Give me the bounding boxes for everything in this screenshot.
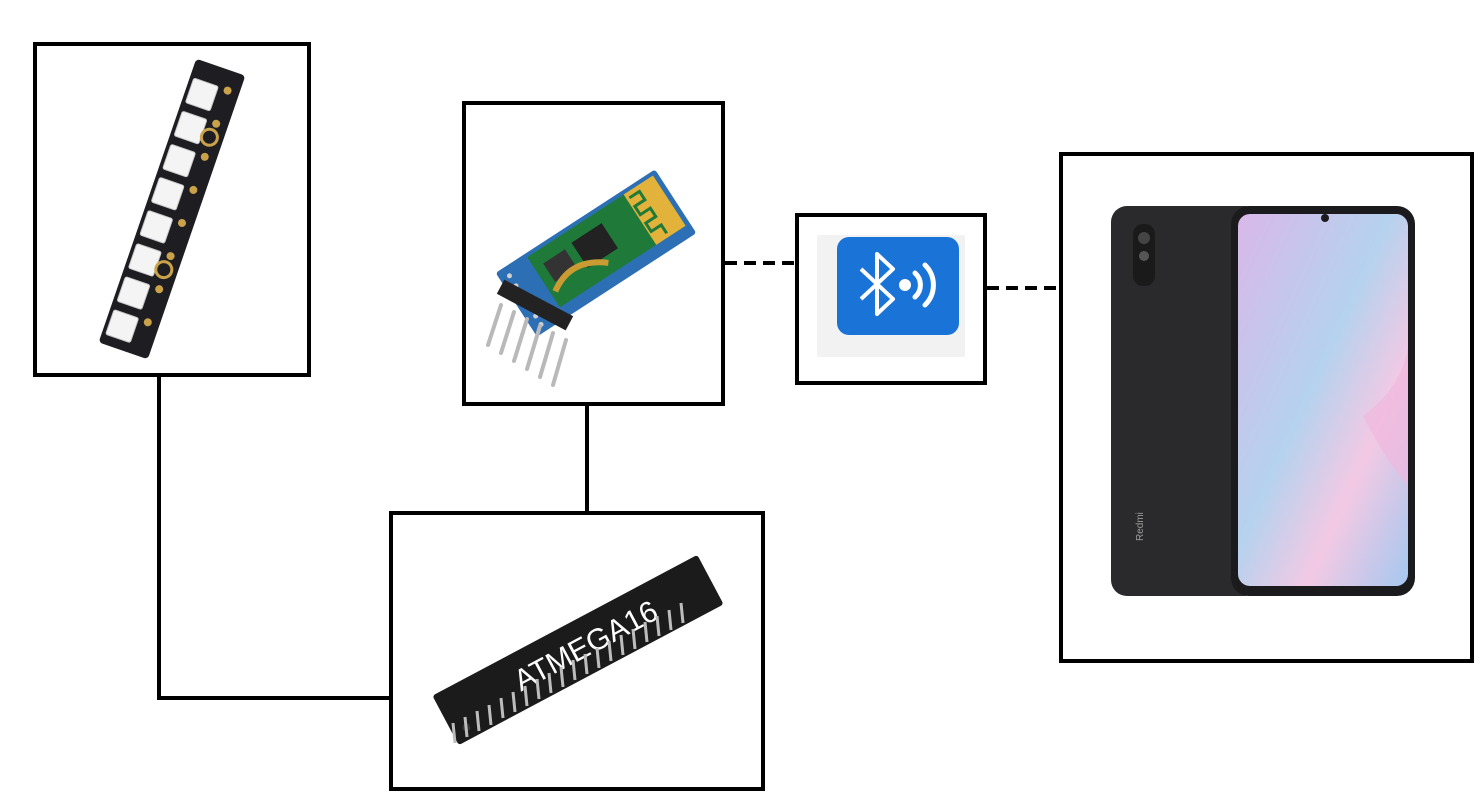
bluetooth-module-block <box>462 101 725 406</box>
bluetooth-icon-block <box>795 213 987 385</box>
microcontroller-block: ATMEGA16 <box>389 511 765 791</box>
led-strip-block <box>33 42 311 377</box>
led-strip-icon <box>99 59 245 359</box>
smartphone-icon: Redmi <box>1111 206 1415 596</box>
bluetooth-module-icon <box>486 170 696 387</box>
phone-brand-label: Redmi <box>1135 512 1146 541</box>
bluetooth-icon <box>817 235 965 357</box>
wire-led-to-mcu <box>157 377 389 700</box>
microcontroller-chip-icon: ATMEGA16 <box>433 555 723 745</box>
smartphone-block: Redmi <box>1059 152 1474 663</box>
